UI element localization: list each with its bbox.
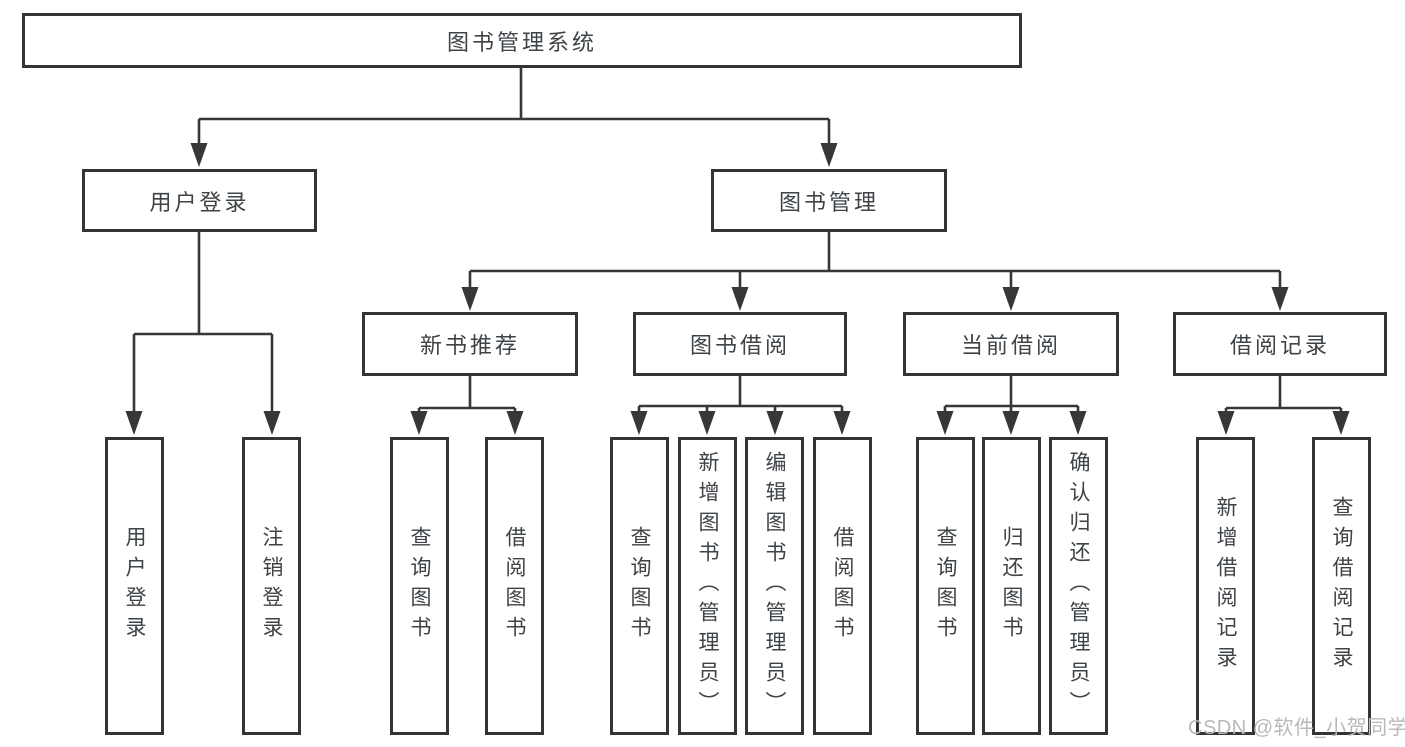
node-book-borrowing: 图书借阅 <box>633 312 847 376</box>
leaf-add-books-admin: 新增图书（管理员） <box>678 437 737 735</box>
leaf-query-books-current-label: 查询图书 <box>934 526 957 646</box>
leaf-borrow-books-recommend: 借阅图书 <box>485 437 544 735</box>
leaf-return-books: 归还图书 <box>982 437 1041 735</box>
leaf-logout: 注销登录 <box>242 437 301 735</box>
leaf-query-books-borrowing: 查询图书 <box>610 437 669 735</box>
leaf-query-books-borrowing-label: 查询图书 <box>628 526 651 646</box>
leaf-user-login-label: 用户登录 <box>123 526 146 646</box>
leaf-return-books-label: 归还图书 <box>1000 526 1023 646</box>
leaf-edit-books-admin-label: 编辑图书（管理员） <box>763 451 786 721</box>
node-library-system: 图书管理系统 <box>22 13 1022 68</box>
leaf-edit-books-admin: 编辑图书（管理员） <box>745 437 804 735</box>
node-book-management: 图书管理 <box>711 169 947 232</box>
csdn-watermark: CSDN @软件_小贺同学 <box>1188 717 1405 739</box>
node-new-book-recommendation-label: 新书推荐 <box>419 333 520 358</box>
leaf-confirm-return-admin-label: 确认归还（管理员） <box>1067 451 1090 721</box>
node-borrowing-records-label: 借阅记录 <box>1229 333 1330 358</box>
node-book-borrowing-label: 图书借阅 <box>689 333 790 358</box>
leaf-query-borrowing-record: 查询借阅记录 <box>1312 437 1371 735</box>
leaf-query-borrowing-record-label: 查询借阅记录 <box>1330 496 1353 676</box>
node-book-management-label: 图书管理 <box>778 189 879 215</box>
node-user-login: 用户登录 <box>82 169 317 232</box>
leaf-add-borrowing-record: 新增借阅记录 <box>1196 437 1255 735</box>
leaf-add-borrowing-record-label: 新增借阅记录 <box>1214 496 1237 676</box>
leaf-user-login: 用户登录 <box>105 437 164 735</box>
leaf-borrow-books-borrowing: 借阅图书 <box>813 437 872 735</box>
leaf-borrow-books-recommend-label: 借阅图书 <box>503 526 526 646</box>
node-user-login-label: 用户登录 <box>149 189 250 215</box>
leaf-logout-label: 注销登录 <box>260 526 283 646</box>
node-new-book-recommendation: 新书推荐 <box>362 312 578 376</box>
node-library-system-label: 图书管理系统 <box>446 29 597 55</box>
leaf-confirm-return-admin: 确认归还（管理员） <box>1049 437 1108 735</box>
node-borrowing-records: 借阅记录 <box>1173 312 1387 376</box>
leaf-query-books-current: 查询图书 <box>916 437 975 735</box>
leaf-query-books-recommend-label: 查询图书 <box>408 526 431 646</box>
node-current-borrowing-label: 当前借阅 <box>960 333 1061 358</box>
leaf-query-books-recommend: 查询图书 <box>390 437 449 735</box>
leaf-borrow-books-borrowing-label: 借阅图书 <box>831 526 854 646</box>
node-current-borrowing: 当前借阅 <box>903 312 1119 376</box>
leaf-add-books-admin-label: 新增图书（管理员） <box>696 451 719 721</box>
